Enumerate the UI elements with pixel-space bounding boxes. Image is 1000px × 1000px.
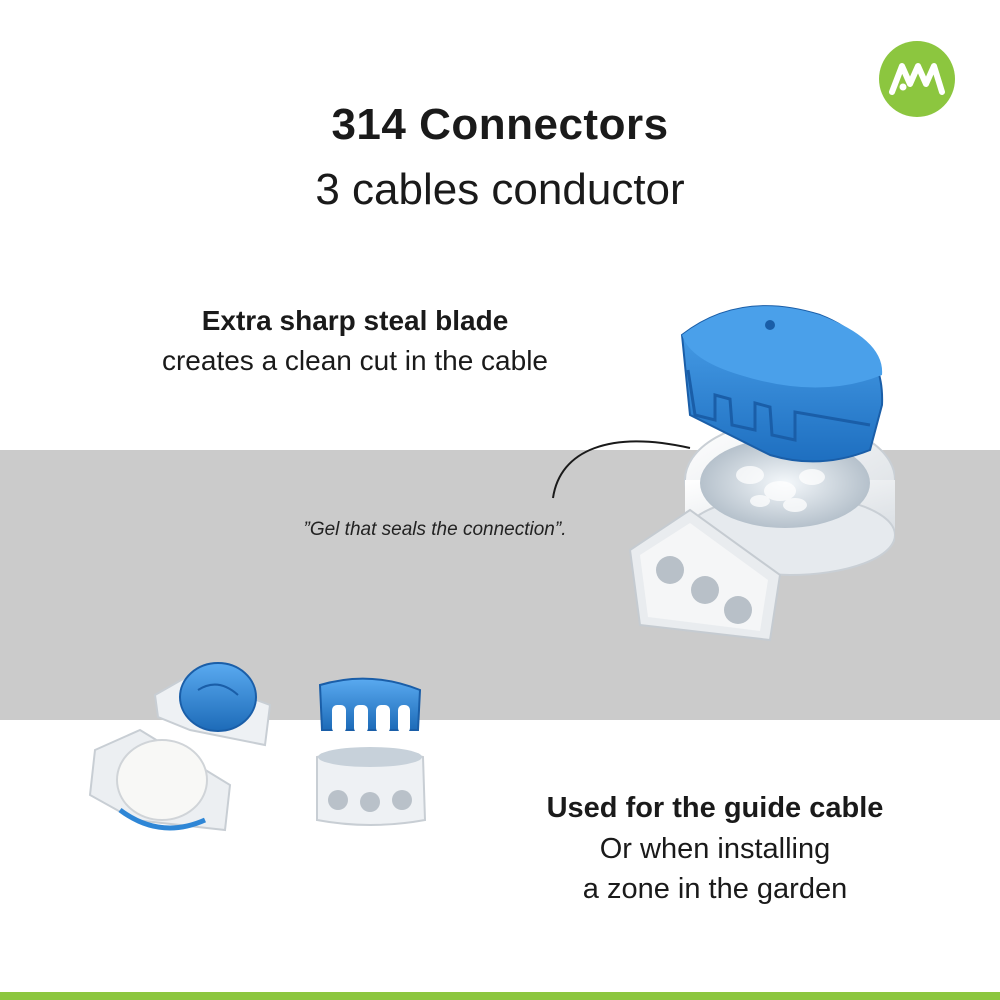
callout-line — [552, 440, 691, 499]
usage-heading: Used for the guide cable — [546, 792, 884, 824]
page-title: 314 Connectors — [331, 100, 669, 149]
small-connectors-illustration — [88, 662, 427, 832]
bottom-accent-bar — [0, 992, 1000, 1000]
blade-feature-text: creates a clean cut in the cable — [161, 345, 548, 376]
blade-feature-heading: Extra sharp steal blade — [201, 305, 509, 336]
usage-text-line-2: a zone in the garden — [582, 873, 848, 905]
brand-logo — [879, 41, 955, 117]
usage-text-line-1: Or when installing — [599, 833, 831, 865]
page-subtitle: 3 cables conductor — [315, 165, 685, 214]
large-connector-illustration — [628, 305, 895, 642]
gel-caption: ”Gel that seals the connection”. — [303, 519, 567, 540]
